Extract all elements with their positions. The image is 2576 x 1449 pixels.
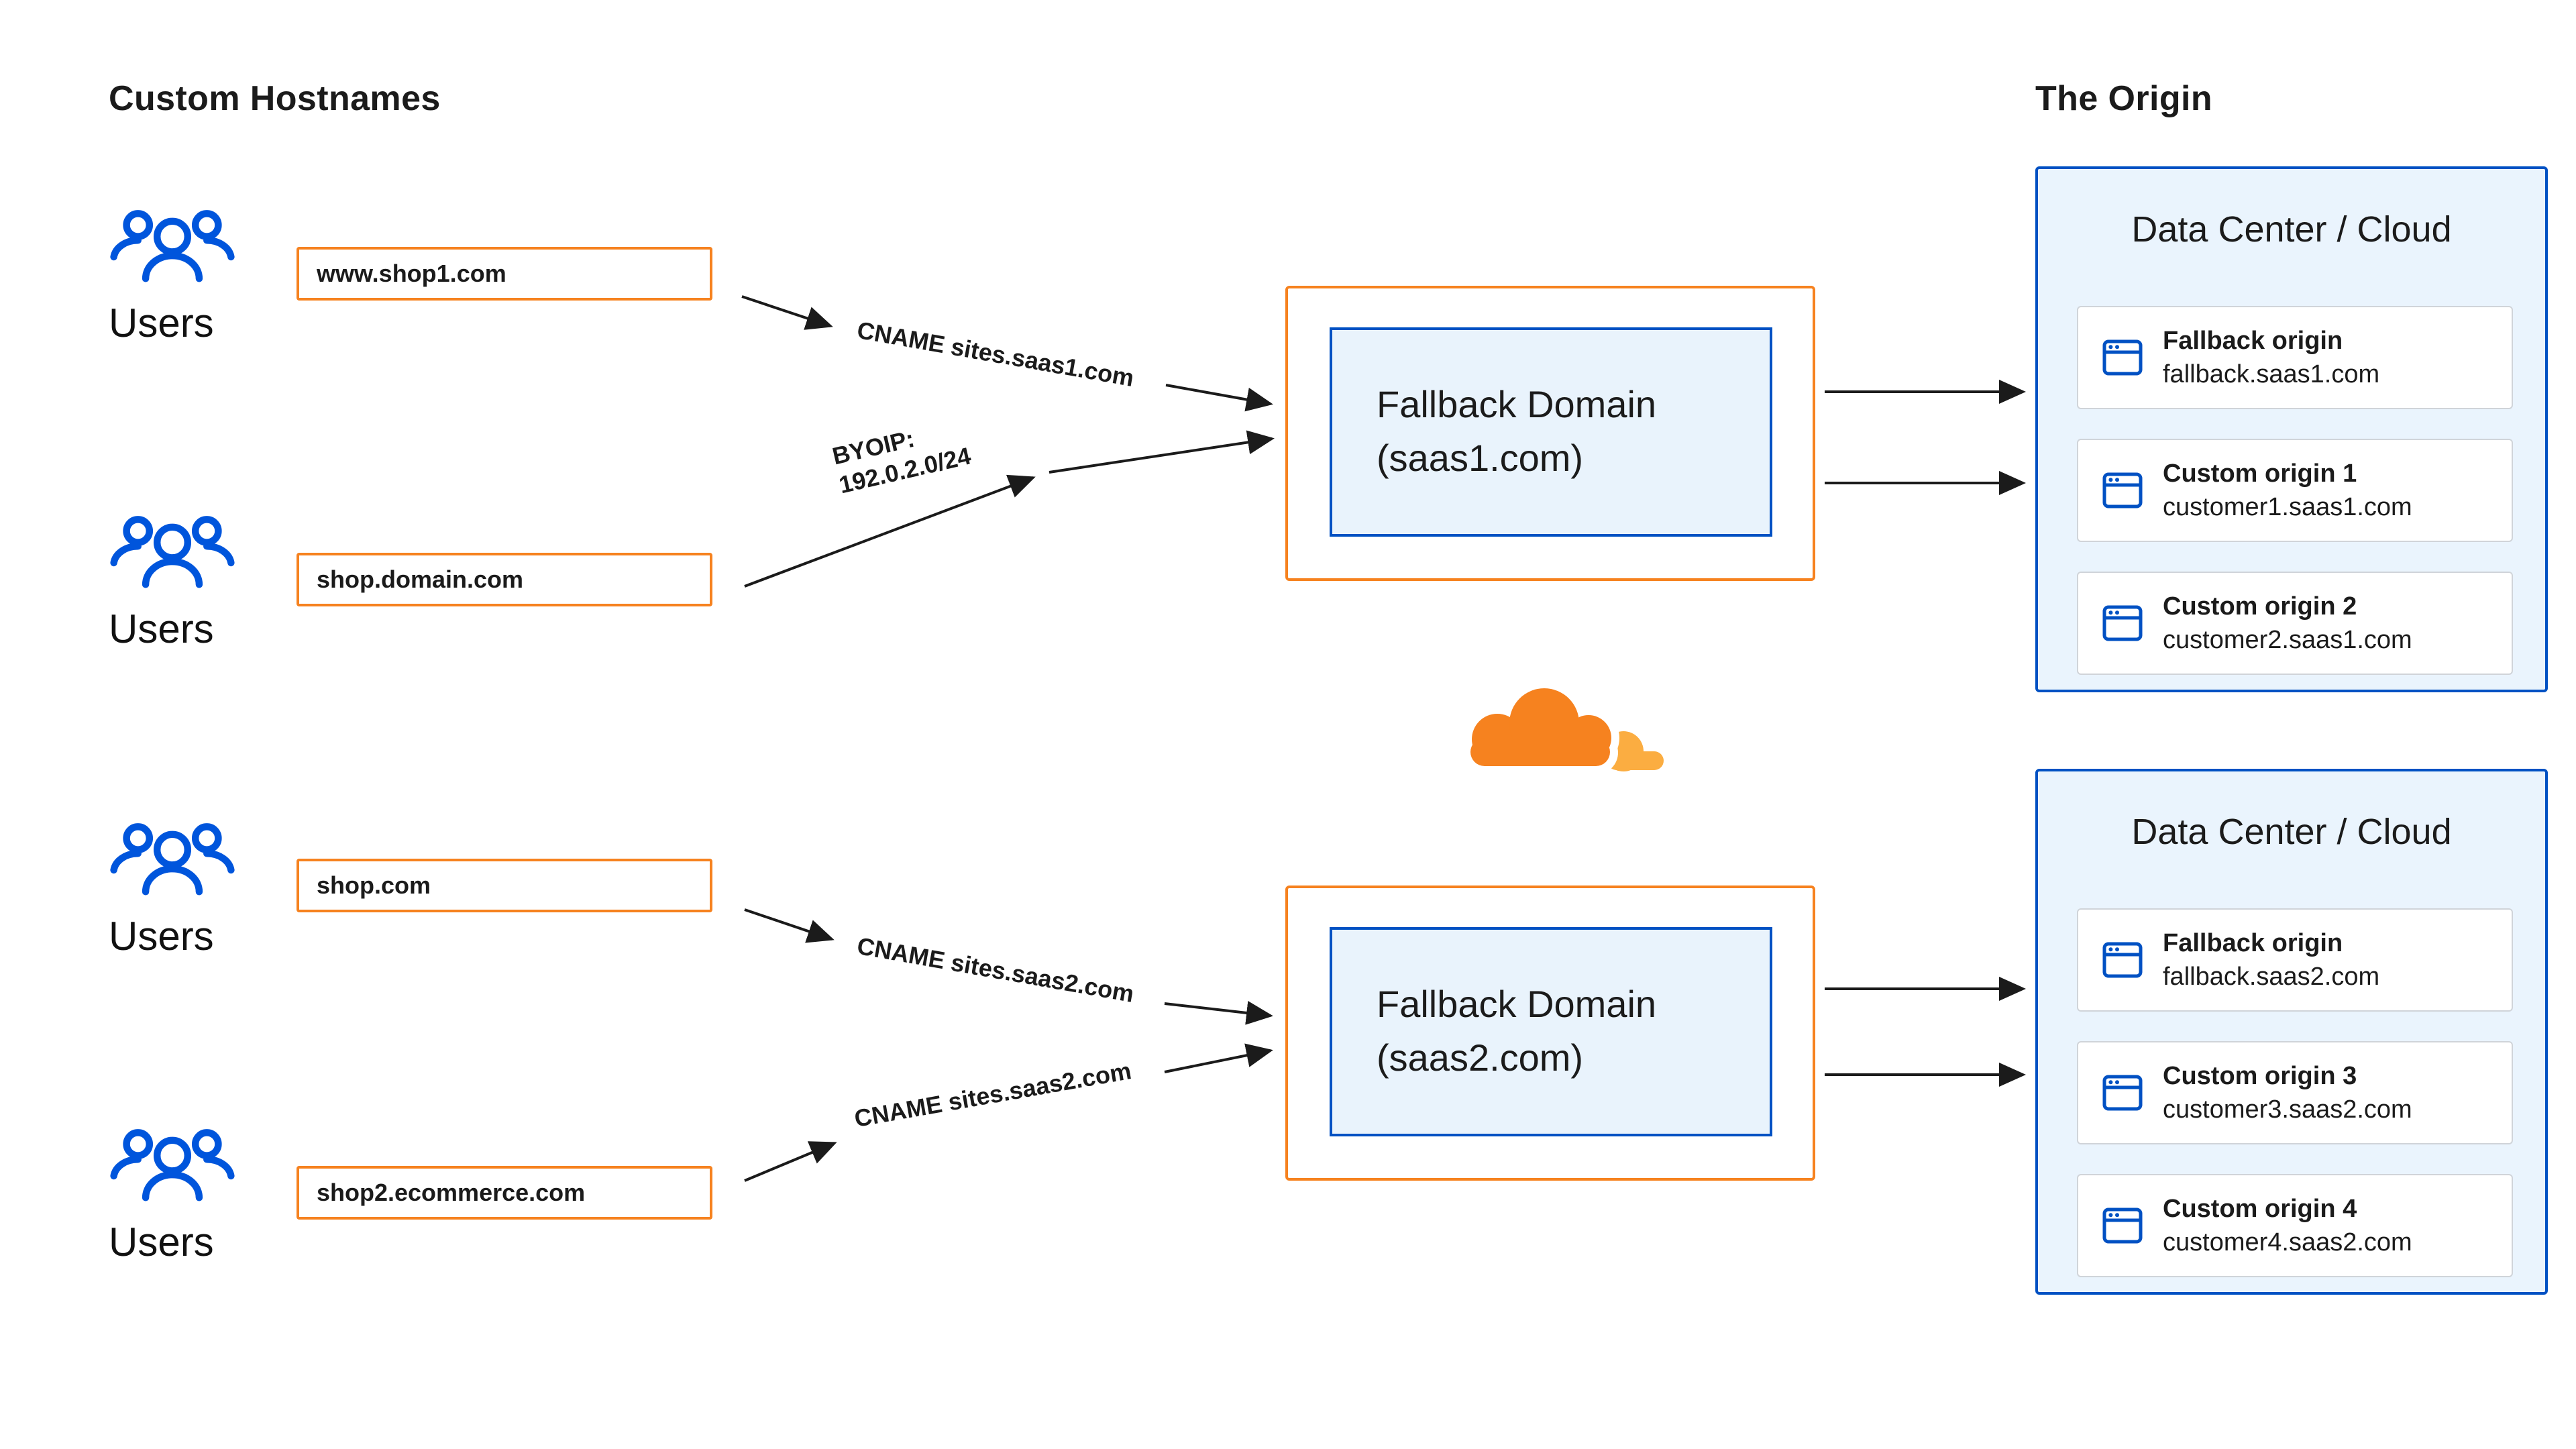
custom-hostnames-heading: Custom Hostnames — [109, 78, 441, 118]
origin-host: customer4.saas2.com — [2163, 1228, 2412, 1256]
origin-box-custom-origin-2: Custom origin 2 customer2.saas1.com — [2077, 572, 2513, 675]
origin-host: fallback.saas2.com — [2163, 963, 2380, 991]
fallback-domain-box-saas1: Fallback Domain (saas1.com) — [1285, 286, 1815, 581]
users-label: Users — [109, 302, 214, 346]
origin-heading: The Origin — [2035, 78, 2212, 118]
origin-name: Custom origin 4 — [2163, 1195, 2357, 1223]
users-group-icon — [110, 823, 235, 896]
browser-window-icon — [2102, 472, 2143, 508]
users-label: Users — [109, 915, 214, 959]
origin-host: customer3.saas2.com — [2163, 1095, 2412, 1124]
hostname-box-shop-domain: shop.domain.com — [297, 553, 712, 606]
browser-window-icon — [2102, 1075, 2143, 1111]
fallback-domain-inner-saas2: Fallback Domain (saas2.com) — [1330, 927, 1772, 1136]
users-label: Users — [109, 608, 214, 652]
datacenter-title: Data Center / Cloud — [2131, 812, 2452, 852]
origin-name: Custom origin 1 — [2163, 460, 2357, 488]
hostname-box-www-shop1: www.shop1.com — [297, 247, 712, 301]
user-group-3: Users — [109, 818, 297, 961]
origin-name: Custom origin 2 — [2163, 592, 2357, 621]
users-group-icon — [110, 210, 235, 282]
users-group-icon — [110, 516, 235, 588]
fallback-domain-host: (saas1.com) — [1377, 437, 1584, 479]
datacenter-title: Data Center / Cloud — [2131, 209, 2452, 250]
origin-name: Fallback origin — [2163, 327, 2343, 355]
origin-box-fallback-saas2: Fallback origin fallback.saas2.com — [2077, 908, 2513, 1012]
user-group-1: Users — [109, 205, 297, 347]
fallback-domain-inner-saas1: Fallback Domain (saas1.com) — [1330, 327, 1772, 537]
hostname-box-shop2-ecommerce: shop2.ecommerce.com — [297, 1166, 712, 1220]
origin-name: Custom origin 3 — [2163, 1062, 2357, 1090]
users-group-icon — [110, 1129, 235, 1201]
origin-host: fallback.saas1.com — [2163, 360, 2380, 388]
browser-window-icon — [2102, 605, 2143, 641]
origin-box-custom-origin-4: Custom origin 4 customer4.saas2.com — [2077, 1174, 2513, 1277]
fallback-domain-host: (saas2.com) — [1377, 1037, 1584, 1079]
browser-window-icon — [2102, 1208, 2143, 1244]
origin-name: Fallback origin — [2163, 929, 2343, 957]
datacenter-panel-1: Data Center / Cloud Fallback origin fall… — [2035, 166, 2548, 692]
origin-box-custom-origin-3: Custom origin 3 customer3.saas2.com — [2077, 1041, 2513, 1144]
browser-window-icon — [2102, 339, 2143, 376]
datacenter-panel-2: Data Center / Cloud Fallback origin fall… — [2035, 769, 2548, 1295]
origin-box-fallback-saas1: Fallback origin fallback.saas1.com — [2077, 306, 2513, 409]
fallback-domain-title: Fallback Domain — [1377, 384, 1657, 425]
user-group-4: Users — [109, 1124, 297, 1267]
fallback-domain-box-saas2: Fallback Domain (saas2.com) — [1285, 885, 1815, 1181]
hostname-box-shop: shop.com — [297, 859, 712, 912]
browser-window-icon — [2102, 942, 2143, 978]
cloudflare-logo — [1462, 680, 1664, 774]
users-label: Users — [109, 1221, 214, 1265]
origin-box-custom-origin-1: Custom origin 1 customer1.saas1.com — [2077, 439, 2513, 542]
user-group-2: Users — [109, 511, 297, 653]
fallback-domain-title: Fallback Domain — [1377, 983, 1657, 1025]
origin-host: customer2.saas1.com — [2163, 626, 2412, 654]
origin-host: customer1.saas1.com — [2163, 493, 2412, 521]
